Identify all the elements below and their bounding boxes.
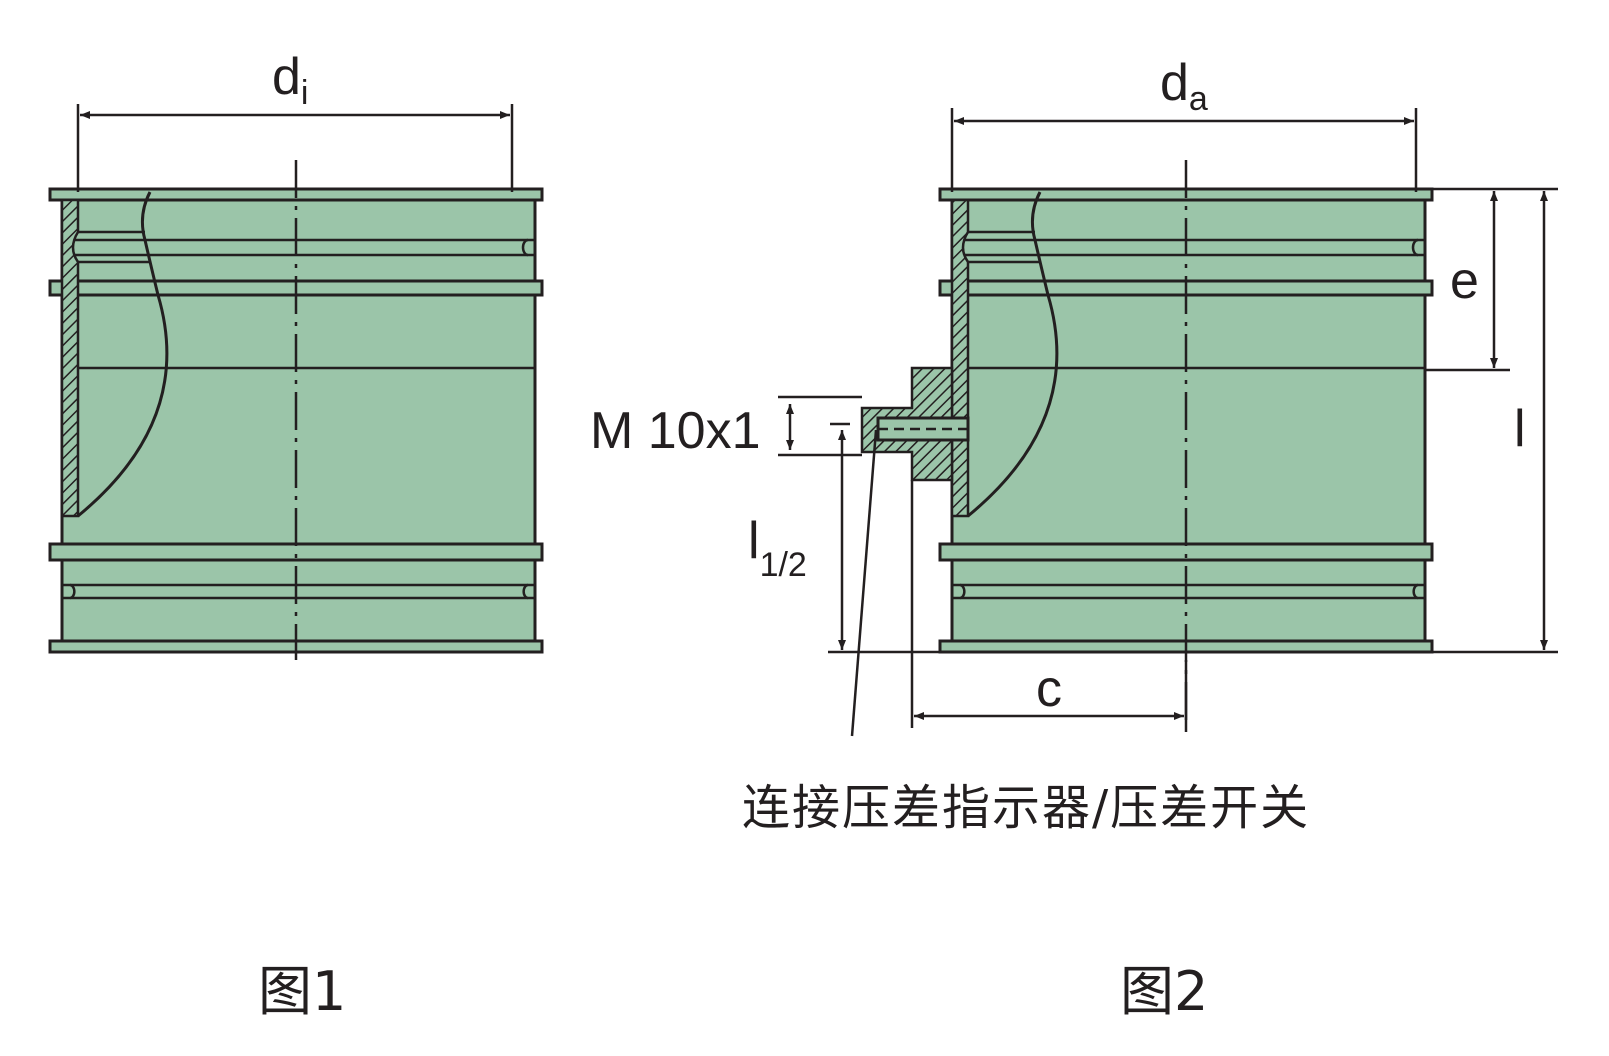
label-l-half-sub: 1/2: [760, 546, 807, 584]
figure-1: di 图1: [48, 48, 544, 1023]
figure-1-caption: 图1: [258, 960, 346, 1023]
label-di: d: [272, 48, 301, 106]
label-da: d: [1160, 54, 1189, 112]
svg-text:di: di: [272, 48, 308, 112]
dimension-e: e: [1425, 187, 1510, 372]
svg-text:l1/2: l1/2: [748, 512, 807, 584]
label-e: e: [1450, 252, 1479, 310]
pressure-port-bore: [876, 416, 970, 442]
port-note: 连接压差指示器/压差开关: [742, 780, 1310, 836]
dimension-c: c: [910, 480, 1188, 728]
dimension-di: di: [76, 48, 514, 192]
dimension-l: l: [1432, 187, 1558, 654]
dimension-l-half: l1/2: [748, 430, 940, 654]
label-thread: M 10x1: [590, 402, 761, 460]
dimension-da: da: [950, 54, 1418, 192]
figure-2-caption: 图2: [1120, 960, 1208, 1023]
label-da-sub: a: [1189, 80, 1208, 118]
figure-2-housing: [860, 187, 1434, 654]
label-l: l: [1514, 400, 1526, 458]
label-c: c: [1036, 660, 1062, 718]
svg-text:da: da: [1160, 54, 1208, 118]
port-leader-line: [850, 429, 878, 737]
label-di-sub: i: [301, 74, 309, 112]
figure-2: da e l M 10x1 l1/2: [590, 54, 1558, 1023]
dimension-thread: M 10x1: [590, 395, 862, 460]
label-l-half: l: [748, 512, 760, 570]
